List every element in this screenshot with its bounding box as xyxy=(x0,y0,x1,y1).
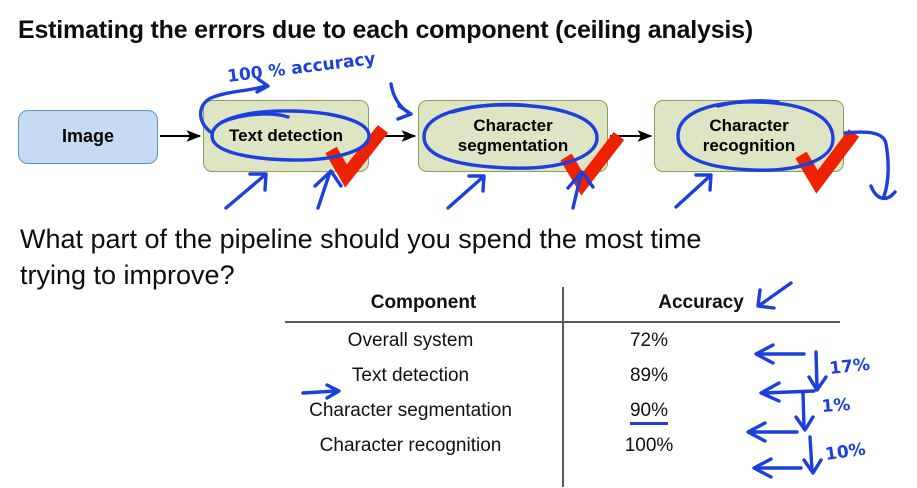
cell-component: Character recognition xyxy=(319,435,502,456)
label-line-1: Character xyxy=(473,115,553,135)
ink-up-arrow-4 xyxy=(571,172,583,210)
pipeline-stage-character-segmentation[interactable]: Character segmentation xyxy=(418,100,608,172)
ink-note-accuracy-line: 100 % accuracy xyxy=(226,49,376,87)
pipeline-stage-text-detection-label: Text detection xyxy=(229,125,343,145)
ink-up-arrow-2-head xyxy=(313,169,343,188)
pipeline-stage-text-detection[interactable]: Text detection xyxy=(203,100,369,172)
pipeline-stage-character-recognition-label: Character recognition xyxy=(703,116,796,156)
ink-right-hook-arrow xyxy=(843,130,890,198)
accuracy-table-wrapper: Component Accuracy Overall system 72% Te… xyxy=(285,292,840,463)
label-line-2: recognition xyxy=(702,136,796,155)
table-column-divider xyxy=(562,287,565,487)
table-row[interactable]: Overall system 72% xyxy=(285,322,840,358)
ink-up-arrow-1 xyxy=(224,173,267,210)
label-line-2: segmentation xyxy=(457,136,569,155)
table-header-component: Component xyxy=(285,292,562,323)
pipeline-stage-character-recognition[interactable]: Character recognition xyxy=(654,100,844,172)
cell-accuracy: 90% xyxy=(562,393,840,428)
table-header-accuracy: Accuracy xyxy=(562,292,840,323)
ink-up-arrow-5 xyxy=(674,174,712,209)
cell-accuracy: 89% xyxy=(629,365,669,386)
cell-component: Text detection xyxy=(351,365,470,386)
ink-up-arrow-3 xyxy=(446,175,485,210)
question-text: What part of the pipeline should you spe… xyxy=(20,224,702,290)
ink-up-arrow-5-head xyxy=(694,173,713,192)
cell-accuracy-value-underlined: 90% xyxy=(629,400,669,425)
ink-up-arrow-2 xyxy=(316,170,332,210)
table-header-row: Component Accuracy xyxy=(285,292,840,323)
cell-accuracy: 72% xyxy=(629,330,669,351)
table-row[interactable]: Character recognition 100% xyxy=(285,428,840,463)
pipeline-stage-character-segmentation-label: Character segmentation xyxy=(458,116,569,156)
ink-up-arrow-4-head xyxy=(566,170,595,190)
cell-accuracy: 100% xyxy=(624,435,674,456)
ink-hook-arrow-above-segmentation xyxy=(389,82,411,115)
table-row[interactable]: Character segmentation 90% xyxy=(285,393,840,428)
ink-up-arrow-1-head xyxy=(248,172,268,192)
ink-hook-arrow-above-segmentation-head xyxy=(396,104,413,121)
table-row[interactable]: Text detection 89% xyxy=(285,358,840,393)
page-title: Estimating the errors due to each compon… xyxy=(18,16,753,44)
cell-component: Character segmentation xyxy=(309,400,512,421)
pipeline-stage-image-label: Image xyxy=(61,126,115,147)
cell-component: Overall system xyxy=(347,330,474,351)
ink-right-hook-arrowhead xyxy=(869,184,897,201)
ink-leader-arrowhead xyxy=(255,77,270,94)
accuracy-table: Component Accuracy Overall system 72% Te… xyxy=(285,292,840,463)
pipeline-stage-image[interactable]: Image xyxy=(18,110,158,164)
ink-up-arrow-3-head xyxy=(467,174,486,193)
label-line-1: Character xyxy=(709,115,789,135)
